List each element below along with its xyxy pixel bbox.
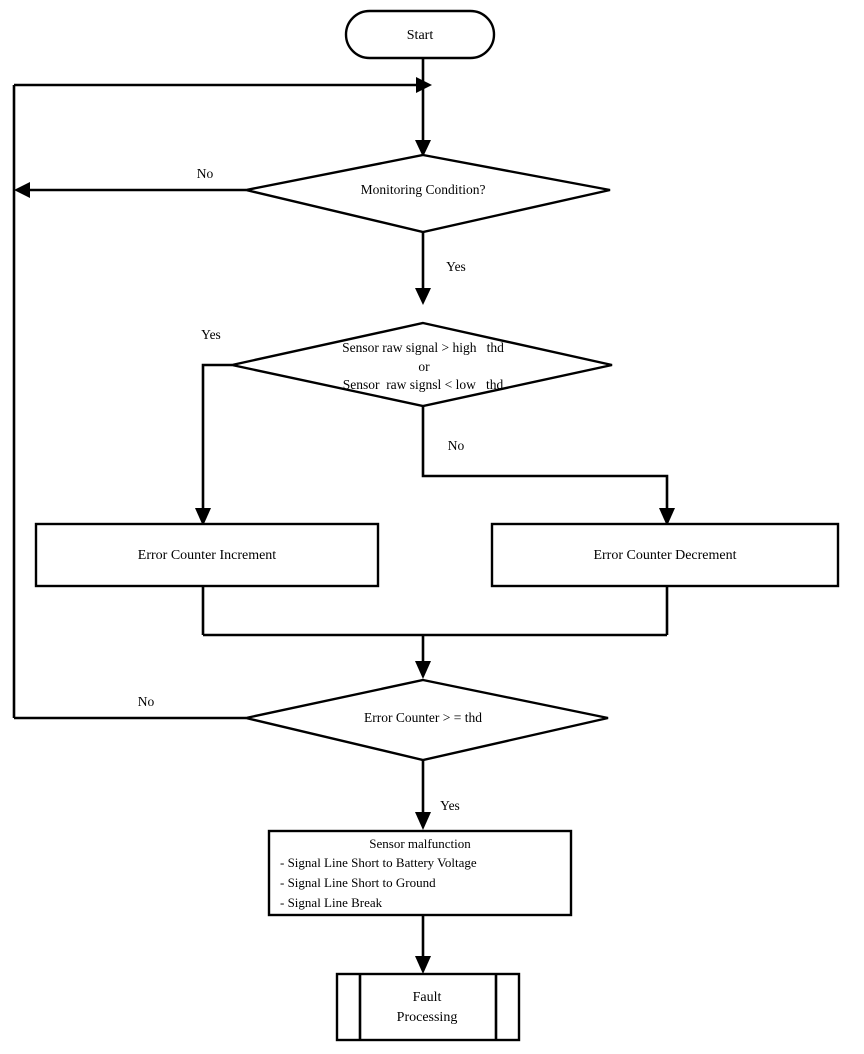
node-start-label: Start [407,28,434,43]
node-error-counter-threshold [245,678,609,762]
node-sensor-malfunction [267,829,573,917]
node-error-counter-threshold-label: Error Counter > = thd [364,710,482,725]
node-error-counter-increment-label: Error Counter Increment [138,548,276,563]
connector-threshold-no [421,406,669,512]
node-threshold-line3: Sensor raw signsl < low thd [343,377,504,392]
node-monitoring-condition-label: Monitoring Condition? [361,182,486,197]
arrowhead-increment-in [195,508,211,526]
node-threshold-check [231,321,613,408]
node-monitoring-condition [245,153,611,234]
node-error-counter-decrement-label: Error Counter Decrement [593,548,736,563]
node-threshold-line2: or [418,359,430,374]
node-threshold-line3-c: thd [486,377,504,392]
node-sensor-malfunction-heading: Sensor malfunction [369,836,471,851]
node-error-counter-increment [34,522,380,588]
node-threshold-line1-b: thd [487,340,505,355]
edge-label-threshold-no: No [448,438,465,453]
edge-label-threshold-yes: Yes [201,327,221,342]
edge-label-counter-no: No [138,694,155,709]
arrowhead-monitoring-in [415,140,431,157]
arrowhead-threshold-in [415,288,431,305]
edge-label-monitoring-no: No [197,166,214,181]
connector-threshold-yes [201,363,232,512]
edge-label-counter-yes: Yes [440,798,460,813]
arrowhead-decrement-in [659,508,675,526]
node-threshold-line1-a: Sensor raw signal > high [342,340,477,355]
edge-label-monitoring-yes: Yes [446,259,466,274]
arrowhead-fault-in [415,956,431,974]
node-sensor-malfunction-item-2: - Signal Line Break [280,895,383,910]
node-sensor-malfunction-item-0: - Signal Line Short to Battery Voltage [280,855,477,870]
node-fault-processing-line2: Processing [397,1010,458,1025]
node-sensor-malfunction-item-1: - Signal Line Short to Ground [280,875,436,890]
node-start [344,9,496,60]
node-fault-processing-line1: Fault [413,990,442,1005]
node-threshold-line3-a: Sensor [343,377,380,392]
node-threshold-line1: Sensor raw signal > high thd [342,340,504,355]
arrowhead-monitoring-no [14,182,30,198]
arrowhead-counter-in [415,661,431,679]
node-fault-processing [335,972,521,1042]
arrowhead-malfunction-in [415,812,431,830]
node-error-counter-decrement [490,522,840,588]
node-threshold-line3-b: raw signsl < low [386,377,476,392]
